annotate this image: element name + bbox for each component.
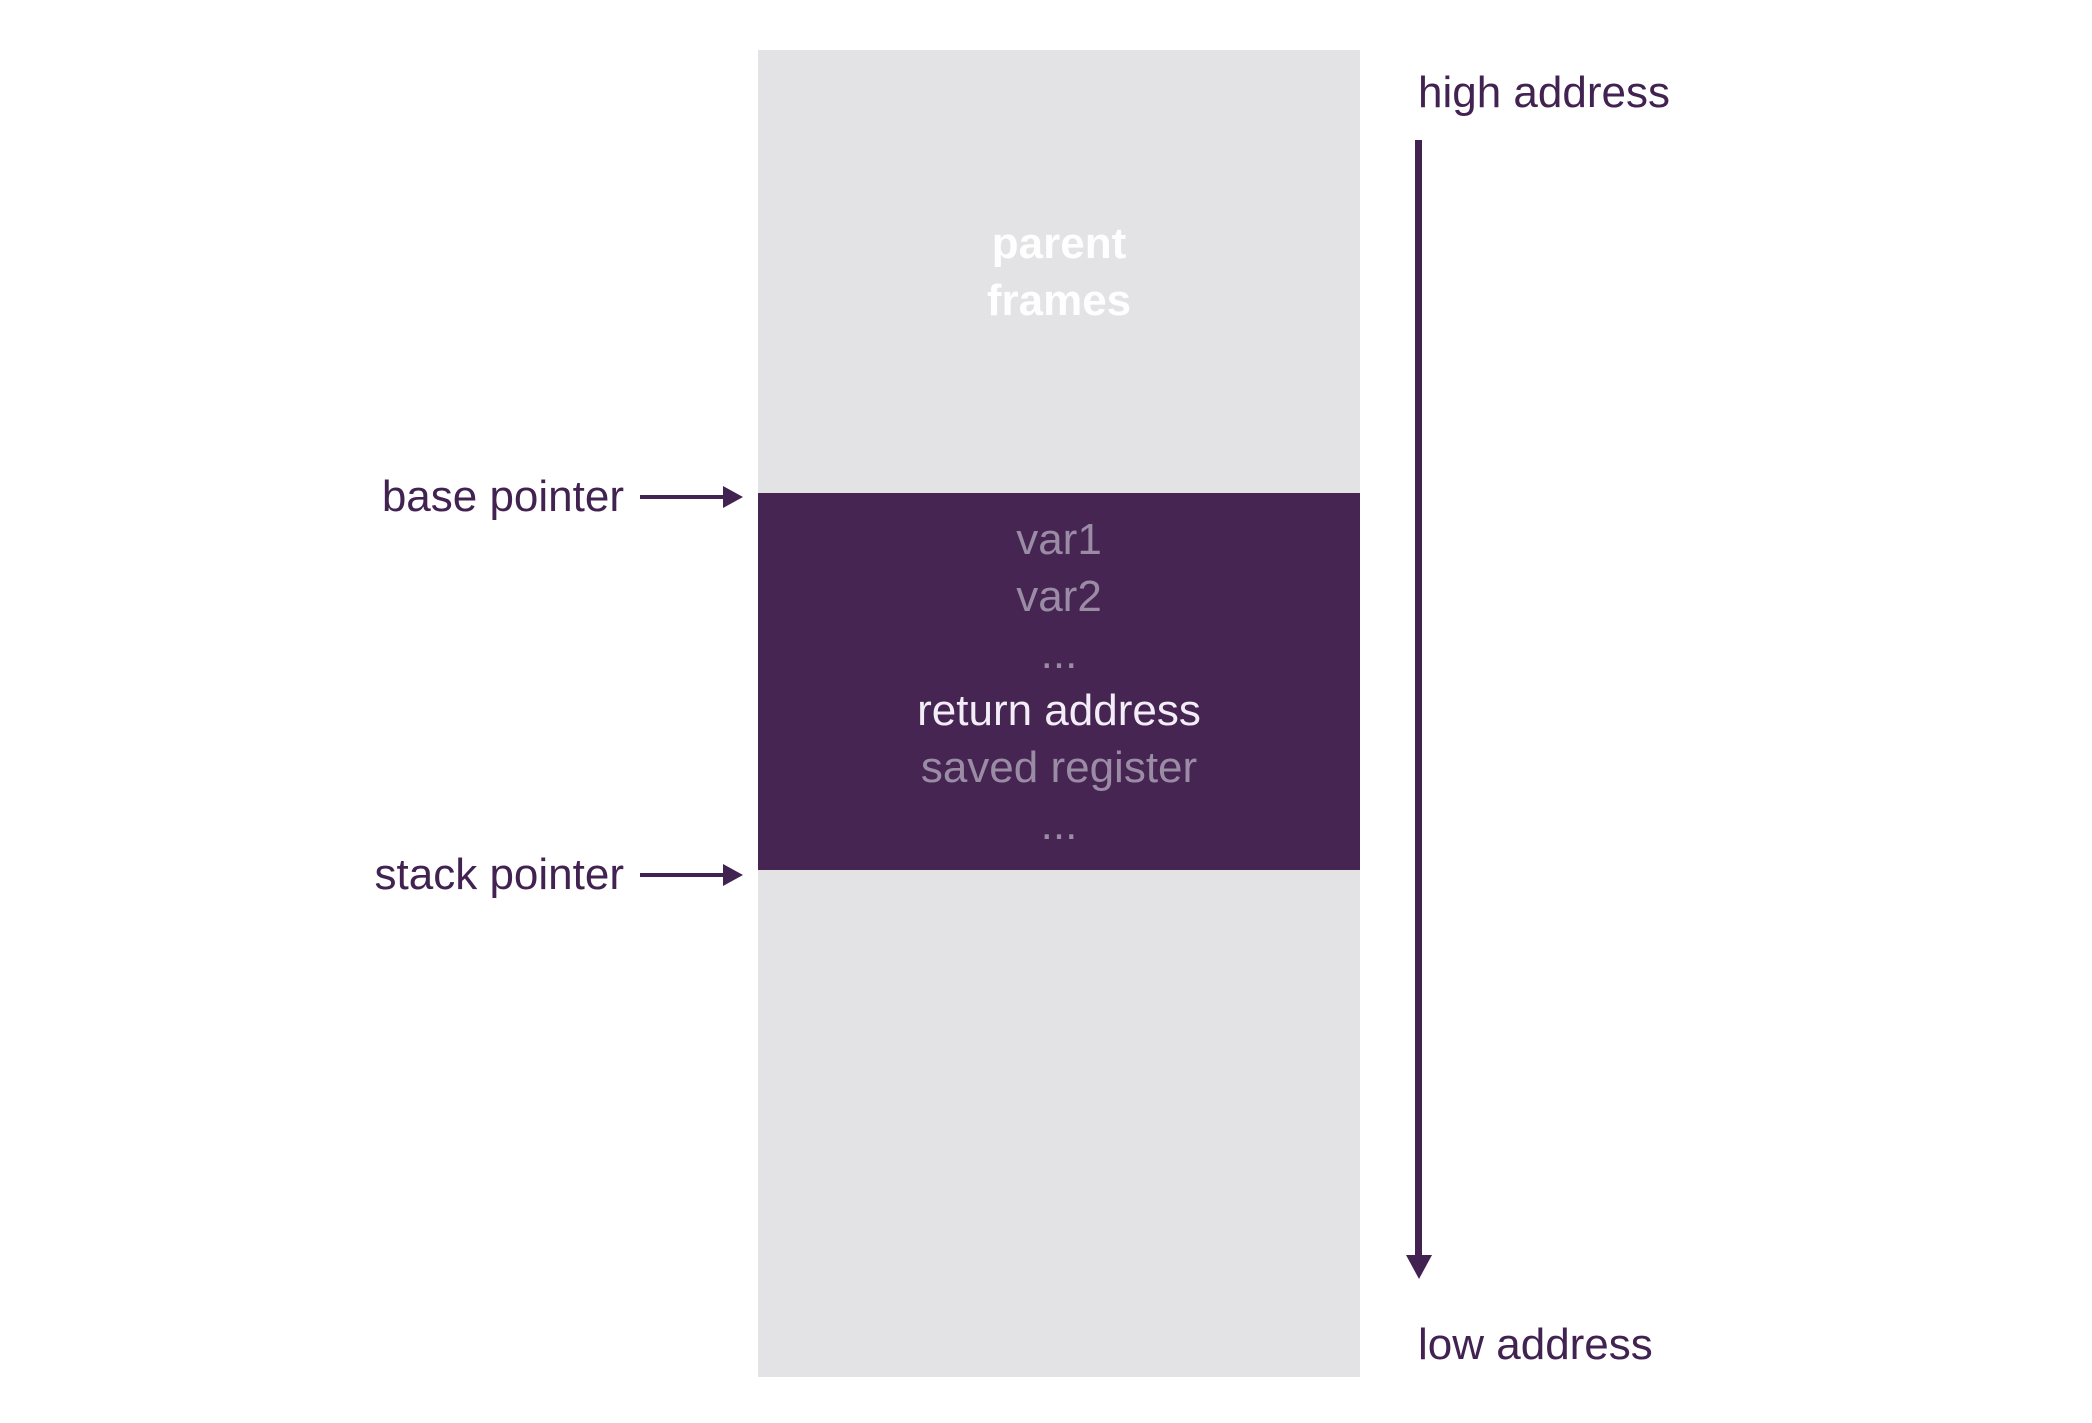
base-pointer-arrow-right-icon xyxy=(640,485,743,508)
frame-line-return-address: return address xyxy=(917,685,1201,735)
address-axis-arrow-down-shaft xyxy=(1415,140,1422,1255)
frame-line-var2: var2 xyxy=(1016,571,1102,621)
arrow-head xyxy=(723,863,743,886)
frame-line-saved-register: saved register xyxy=(920,742,1198,792)
base-pointer-label: base pointer xyxy=(381,472,624,521)
arrow-head xyxy=(723,485,743,508)
stack-pointer-label: stack pointer xyxy=(374,850,624,899)
parent-frames-zone: parent frames xyxy=(758,50,1360,493)
stack-pointer-callout: stack pointer xyxy=(375,846,743,903)
frame-line-ellipsis-top: ... xyxy=(1040,628,1078,678)
frame-line-var1: var1 xyxy=(1016,514,1102,564)
stack-frame-box: var1 var2 ... return address saved regis… xyxy=(758,493,1360,870)
frame-line-ellipsis-bottom: ... xyxy=(1040,799,1078,849)
arrow-shaft xyxy=(640,872,723,877)
high-address-label: high address xyxy=(1418,68,1670,117)
parent-frames-label-line1: parent xyxy=(991,218,1127,268)
stack-pointer-arrow-right-icon xyxy=(640,863,743,886)
arrow-shaft xyxy=(640,494,723,499)
parent-frames-label: parent frames xyxy=(987,215,1131,329)
parent-frames-label-line2: frames xyxy=(986,275,1132,325)
low-address-label: low address xyxy=(1418,1320,1653,1369)
address-axis-arrow-down-head-icon xyxy=(1406,1255,1432,1279)
base-pointer-callout: base pointer xyxy=(382,468,743,525)
